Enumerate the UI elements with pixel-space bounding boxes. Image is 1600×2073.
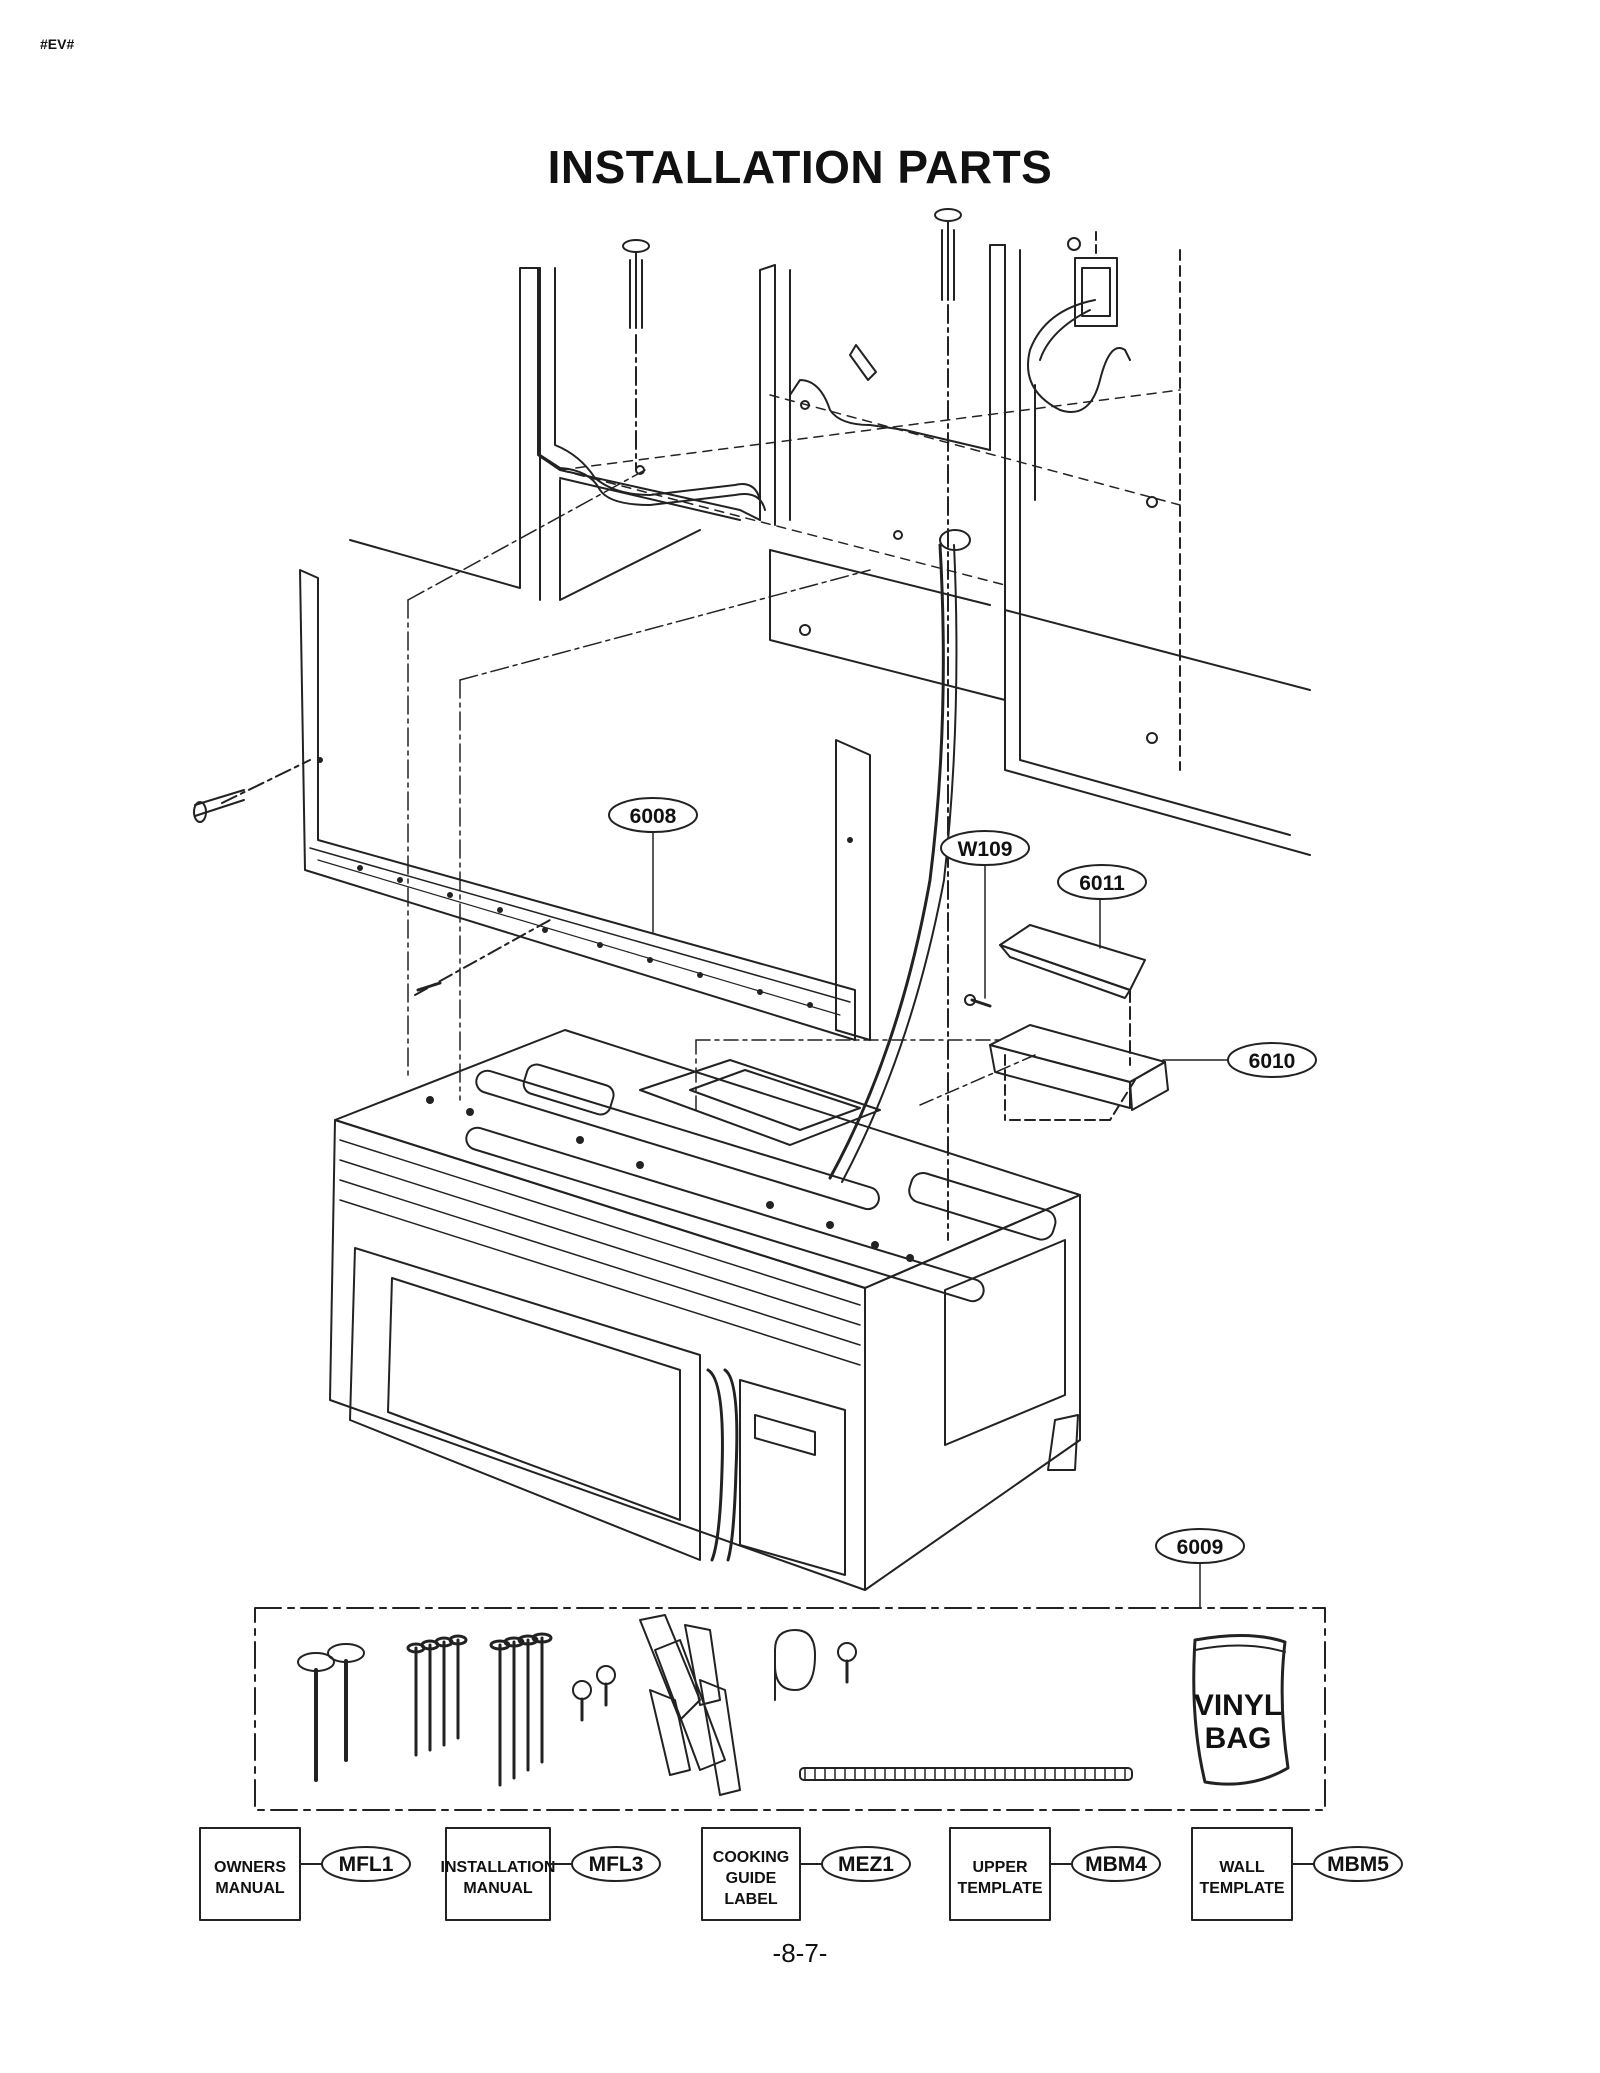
doc-cooking-code: MEZ1 [838, 1853, 894, 1876]
doc-cooking-line2: GUIDE [726, 1870, 777, 1887]
doc-upper-code: MBM4 [1085, 1853, 1147, 1876]
page-title: INSTALLATION PARTS [547, 141, 1053, 193]
doc-owners-code: MFL1 [339, 1853, 394, 1876]
microwave-oven [329, 529, 1081, 1591]
callout-w109-label: W109 [958, 838, 1013, 861]
top-mounting-bolts [622, 208, 962, 1241]
vinyl-bag: VINYL BAG [1192, 1634, 1290, 1786]
toggle-bolts [489, 1632, 553, 1787]
callout-6009-label: 6009 [1177, 1536, 1224, 1559]
callout-6008: 6008 [608, 797, 698, 833]
document-upper-template: UPPER TEMPLATE MBM4 [949, 1827, 1161, 1921]
doc-upper-line2: TEMPLATE [957, 1880, 1042, 1897]
callout-6011-label: 6011 [1079, 872, 1125, 895]
document-code: #EV# [40, 36, 75, 52]
doc-install-line2: MANUAL [463, 1880, 533, 1897]
exhaust-adaptor-6010 [989, 1024, 1169, 1121]
doc-cooking-line3: LABEL [724, 1891, 778, 1908]
callout-leaders [652, 831, 1231, 1609]
vinyl-bag-line1: VINYL [1194, 1689, 1282, 1722]
doc-install-code: MFL3 [589, 1853, 644, 1876]
callout-6010: 6010 [1227, 1042, 1317, 1078]
toggle-wings [639, 1614, 741, 1796]
document-wall-template: WALL TEMPLATE MBM5 [1191, 1827, 1403, 1921]
doc-wall-code: MBM5 [1327, 1853, 1389, 1876]
exhaust-damper-6011 [999, 924, 1146, 1066]
doc-wall-line2: TEMPLATE [1199, 1880, 1284, 1897]
screw-w109 [964, 994, 992, 1008]
wood-screws [406, 1634, 468, 1757]
callout-w109: W109 [940, 830, 1030, 866]
long-bolts [297, 1643, 365, 1782]
callout-6011: 6011 [1057, 864, 1147, 900]
document-owners-manual: OWNERS MANUAL MFL1 [199, 1827, 411, 1921]
vinyl-bag-line2: BAG [1205, 1722, 1272, 1755]
power-outlet [1027, 231, 1131, 501]
callout-6010-label: 6010 [1249, 1050, 1296, 1073]
doc-cooking-line1: COOKING [713, 1849, 789, 1866]
wall-cabinets [349, 244, 1311, 856]
hardware-kit-6009: VINYL BAG [254, 1607, 1326, 1811]
doc-wall-line1: WALL [1219, 1859, 1265, 1876]
document-cooking-guide-label: COOKING GUIDE LABEL MEZ1 [701, 1827, 911, 1921]
doc-upper-line1: UPPER [972, 1859, 1028, 1876]
mounting-plate-6008 [193, 469, 871, 1101]
document-installation-manual: INSTALLATION MANUAL MFL3 [441, 1827, 661, 1921]
small-screws [572, 1665, 616, 1722]
page-number: -8-7- [772, 1938, 828, 1968]
spring-strip [799, 1767, 1133, 1781]
callout-6008-label: 6008 [630, 805, 677, 828]
doc-owners-line1: OWNERS [214, 1859, 286, 1876]
doc-install-line1: INSTALLATION [441, 1859, 556, 1876]
doc-owners-line2: MANUAL [215, 1880, 285, 1897]
callout-6009: 6009 [1155, 1528, 1245, 1564]
cord-clamp [774, 1629, 857, 1701]
